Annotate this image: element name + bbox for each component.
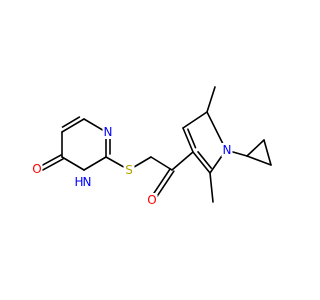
bond-c5-c6 [61,118,85,133]
atom-label-n-h-ring: N [83,175,92,189]
bond-methyl-5 [206,86,216,113]
atom-label-sulfur: S [125,163,133,177]
bond-c5-c6-inner [61,116,81,128]
bond-p2-p3 [192,151,211,174]
atom-label-sulfur-knockout [123,163,135,177]
atom-label-o-pyrimidinone: O [32,162,41,176]
bond-c4-o-a [40,158,64,172]
atom-label-h: H [74,175,83,189]
bond-cp3-cp1 [246,155,272,166]
atom-label-o-pyrimidinone-knockout [31,162,43,176]
bond-methyl-2 [209,172,214,203]
atom-label-n-ring-knockout [102,125,114,139]
bond-ch2-co [150,156,173,171]
atom-label-h-knockout [73,175,85,189]
atom-label-n-pyrrole-knockout [221,143,233,157]
bond-c2-n3 [83,156,107,171]
bond-cp2-cp3 [263,139,272,166]
bond-cp1-cp2 [246,139,265,157]
bond-p4-p5 [182,111,208,129]
atom-label-n-pyrrole: N [223,143,232,157]
bond-n3-c4 [61,156,85,171]
bond-c6-n1 [83,118,107,133]
bond-p2-p3-inner [197,151,213,169]
bond-c4-o-b [38,154,62,168]
bond-p3-p4-inner [187,128,197,149]
bond-p3-p4 [182,127,194,153]
bond-co-p3 [171,151,194,171]
atom-label-n-h-ring-knockout [81,175,93,189]
atom-label-o-ketone: O [147,193,156,207]
atom-label-n-ring: N [104,125,113,139]
atom-label-o-ketone-knockout [146,193,158,207]
